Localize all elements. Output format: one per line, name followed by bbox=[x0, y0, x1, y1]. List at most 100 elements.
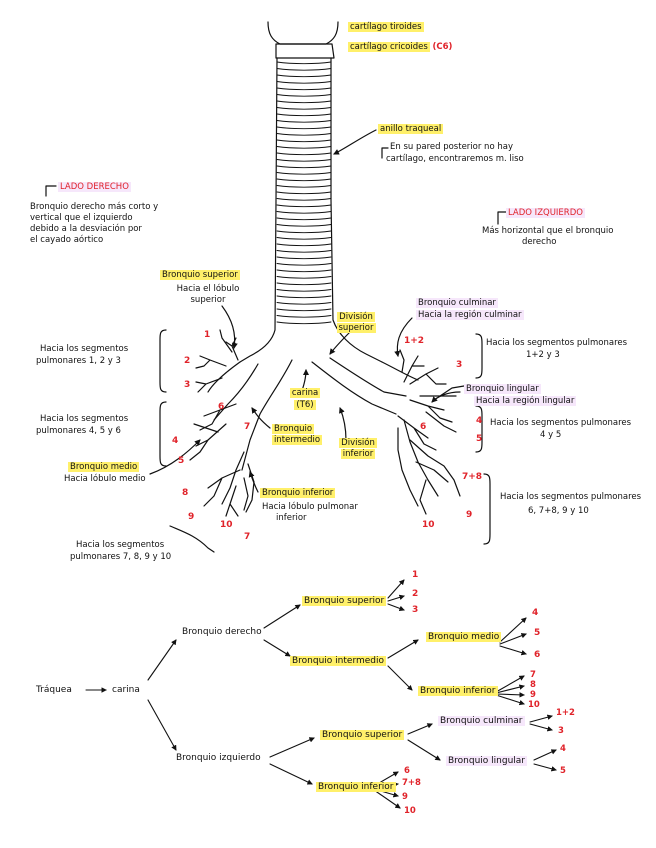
arrow-anillo-note bbox=[381, 147, 389, 159]
tracheal-ring bbox=[276, 321, 332, 325]
tracheal-ring bbox=[276, 198, 332, 201]
tracheal-ring bbox=[276, 172, 332, 175]
right-middle-branch-3 bbox=[193, 423, 219, 433]
izq-lingular-desc: Hacia la región lingular bbox=[474, 396, 577, 406]
der-num-1: 1 bbox=[204, 330, 211, 340]
flow-izq-inferior-n10 bbox=[373, 789, 401, 809]
izq-num-6: 6 bbox=[420, 422, 427, 432]
flow-izquierdo-inferior bbox=[269, 763, 313, 785]
label-division-superior-1: División bbox=[337, 312, 375, 322]
tree-bronquio-derecho: Bronquio derecho bbox=[182, 627, 262, 637]
tree-der-inf-n8: 8 bbox=[530, 680, 536, 690]
izq-segments-upper-1: Hacia los segmentos pulmonares bbox=[486, 338, 628, 348]
tracheal-ring bbox=[276, 295, 332, 299]
tracheal-ring bbox=[276, 165, 332, 169]
lado-derecho-title: LADO DERECHO bbox=[58, 182, 131, 192]
tree-der-medio: Bronquio medio bbox=[426, 632, 502, 642]
tree-der-inf-n7: 7 bbox=[530, 670, 536, 680]
left-lower-branch-3 bbox=[409, 439, 461, 497]
tree-izq-inferior: Bronquio inferior bbox=[316, 782, 396, 792]
label-cartilago-tiroides: cartílago tiroides bbox=[348, 22, 424, 32]
anillo-note-line-2: cartílago, encontraremos m. liso bbox=[386, 154, 524, 164]
right-upper-branch-2 bbox=[195, 355, 227, 369]
flow-derecho-intermedio bbox=[263, 639, 291, 657]
right-upper-branch-4 bbox=[219, 329, 233, 353]
arrow-anillo bbox=[333, 129, 377, 155]
lado-derecho-desc-1: Bronquio derecho más corto y bbox=[30, 202, 159, 212]
tree-der-intermedio: Bronquio intermedio bbox=[290, 656, 387, 666]
arrow-division-superior bbox=[329, 331, 351, 355]
flow-izquierdo-superior bbox=[269, 737, 315, 758]
right-main-bronchus-outer bbox=[207, 361, 241, 393]
tracheal-ring bbox=[276, 204, 332, 208]
tracheal-ring bbox=[276, 302, 332, 305]
flow-superior-n3 bbox=[387, 603, 405, 611]
tree-izq-cul-n12: 1+2 bbox=[556, 708, 575, 718]
label-carina: carina bbox=[289, 388, 321, 398]
left-main-bronchus-lower bbox=[311, 361, 397, 415]
left-upper-branch-2 bbox=[409, 367, 447, 385]
lado-derecho-desc-2: vertical que el izquierdo bbox=[30, 213, 133, 223]
der-num-10: 10 bbox=[220, 520, 233, 530]
tracheal-ring bbox=[276, 250, 332, 253]
der-segments-middle-1: Hacia los segmentos bbox=[40, 414, 129, 424]
tree-der-medio-n5: 5 bbox=[534, 628, 541, 638]
tree-der-medio-n4: 4 bbox=[532, 608, 539, 618]
arrow-bronquio-culminar bbox=[394, 317, 413, 357]
der-segments-lower-2: pulmonares 7, 8, 9 y 10 bbox=[70, 552, 172, 562]
tree-der-inf-n10: 10 bbox=[528, 700, 540, 710]
tree-der-sup-n1: 1 bbox=[412, 570, 419, 580]
flow-carina-derecho bbox=[147, 639, 177, 681]
tree-der-inf-n9: 9 bbox=[530, 690, 536, 700]
lado-derecho-desc-3: debido a la desviación por bbox=[30, 224, 142, 234]
tracheal-ring bbox=[276, 94, 332, 97]
arrow-lado-izquierdo bbox=[497, 211, 507, 225]
izq-segments-lower-2: 6, 7+8, 9 y 10 bbox=[528, 506, 589, 516]
tracheal-ring bbox=[276, 178, 332, 182]
der-num-9: 9 bbox=[188, 512, 195, 522]
bracket-right-upper bbox=[159, 329, 167, 393]
der-medio-desc: Hacia lóbulo medio bbox=[64, 474, 146, 484]
izq-segments-lower-1: Hacia los segmentos pulmonares bbox=[500, 492, 642, 502]
tracheal-ring bbox=[276, 61, 332, 65]
izq-num-4: 4 bbox=[476, 416, 483, 426]
arrow-bronquio-medio bbox=[149, 439, 201, 475]
right-middle-branch-1 bbox=[199, 403, 237, 431]
tree-der-superior: Bronquio superior bbox=[302, 596, 387, 606]
tracheal-ring bbox=[276, 230, 332, 234]
tree-izq-cul-n3: 3 bbox=[558, 726, 564, 736]
trachea-wall-left bbox=[239, 57, 278, 363]
lado-izquierdo-desc-1: Más horizontal que el bronquio bbox=[482, 226, 614, 236]
tree-der-sup-n2: 2 bbox=[412, 589, 419, 599]
der-num-6: 6 bbox=[218, 402, 225, 412]
flow-inferior-n8 bbox=[495, 684, 525, 694]
right-upper-branch-3 bbox=[195, 377, 223, 393]
left-lower-branch-2 bbox=[403, 419, 439, 497]
flow-medio-n6 bbox=[499, 645, 527, 656]
izq-segments-upper-2: 1+2 y 3 bbox=[526, 350, 560, 360]
tracheal-ring bbox=[276, 237, 332, 240]
tree-izq-lingular: Bronquio lingular bbox=[446, 756, 528, 766]
right-lower-branch-4 bbox=[245, 463, 255, 513]
flow-culminar-n3 bbox=[529, 723, 553, 732]
tracheal-ring bbox=[276, 308, 332, 312]
label-division-inferior-1: División bbox=[339, 438, 377, 448]
label-bronquio-intermedio-2: intermedio bbox=[272, 435, 323, 445]
bracket-left-lingular bbox=[475, 405, 483, 453]
tree-der-sup-n3: 3 bbox=[412, 605, 419, 615]
label-division-superior-2: superior bbox=[336, 323, 376, 333]
left-lower-branch-1 bbox=[397, 415, 437, 451]
tracheal-ring bbox=[276, 211, 332, 214]
left-lingular-branch-2 bbox=[419, 385, 465, 397]
right-upper-branch-1 bbox=[225, 337, 239, 361]
izq-num-3: 3 bbox=[456, 360, 463, 370]
der-num-2: 2 bbox=[184, 356, 191, 366]
der-superior-desc-2: superior bbox=[190, 295, 226, 305]
tracheal-ring bbox=[276, 256, 332, 260]
der-segments-lower-1: Hacia los segmentos bbox=[76, 540, 165, 550]
left-lower-branch-5 bbox=[415, 461, 449, 483]
tracheal-ring bbox=[276, 159, 332, 162]
tracheal-ring bbox=[276, 133, 332, 136]
tracheal-ring bbox=[276, 81, 332, 84]
